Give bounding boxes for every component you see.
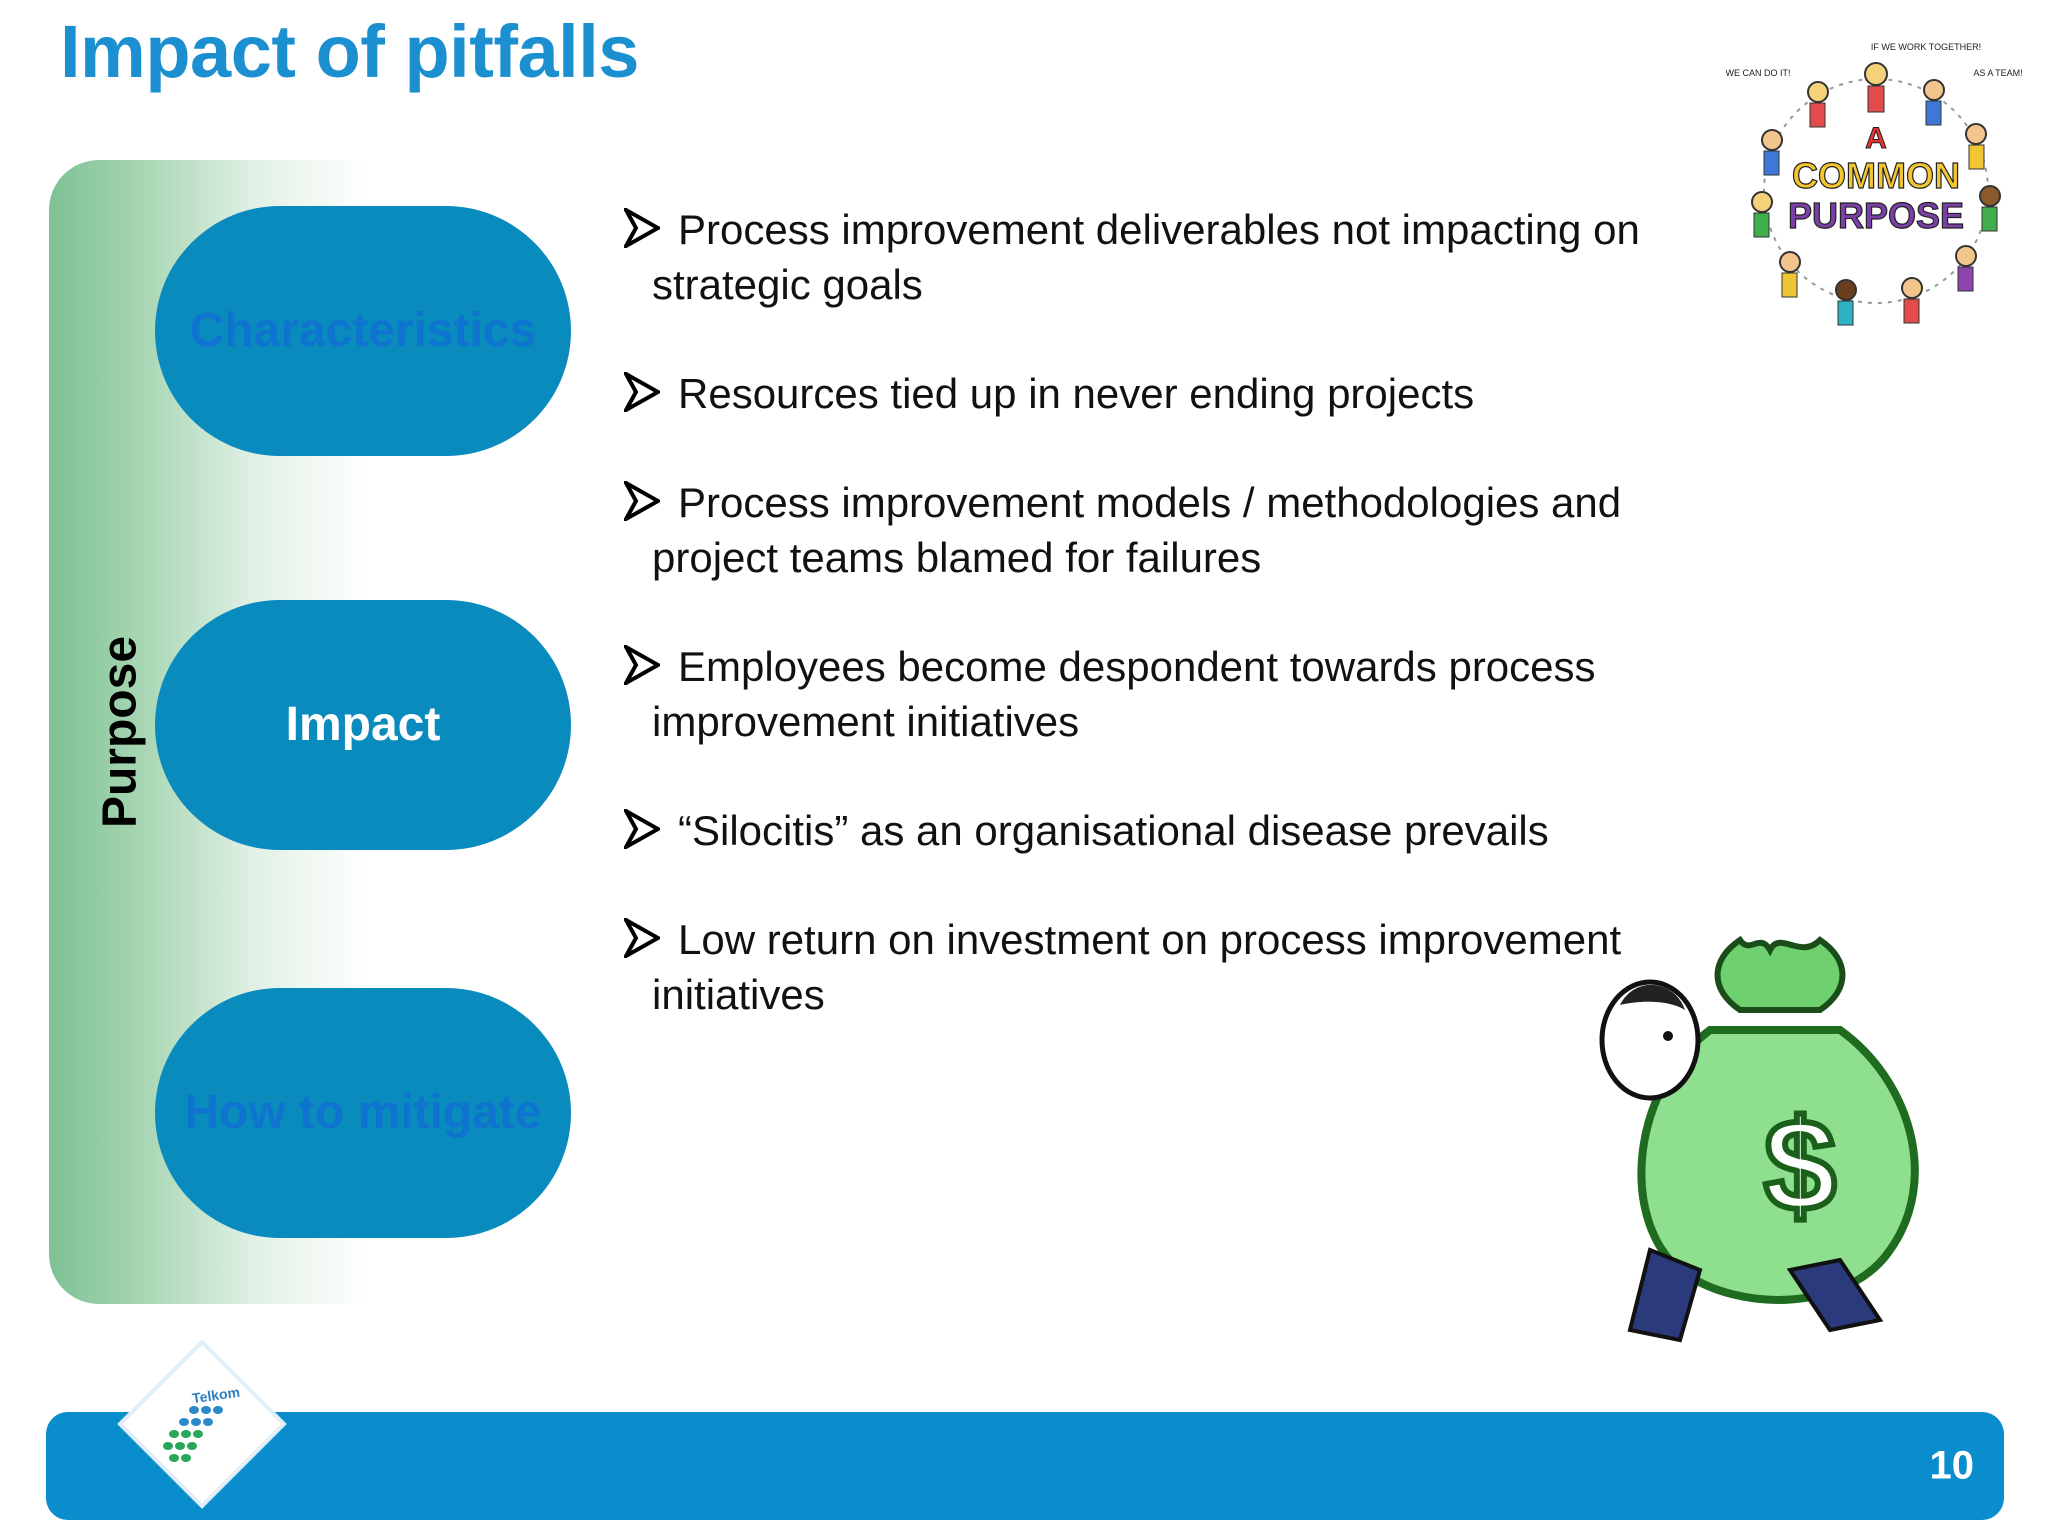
bullet-arrow-icon (624, 208, 660, 248)
money-bag-illustration: $ (1599, 935, 1919, 1343)
common-purpose-illustration: A COMMON PURPOSE WE CAN DO IT! IF WE WOR… (1726, 42, 2023, 326)
dollar-sign-icon: $ (1764, 1092, 1836, 1238)
bullet-item: Employees become despondent towards proc… (624, 639, 1724, 749)
impact-pill: Impact (155, 600, 571, 850)
bullet-item: Resources tied up in never ending projec… (624, 366, 1724, 421)
bullet-arrow-icon (624, 918, 660, 958)
bullet-item: Process improvement deliverables not imp… (624, 202, 1724, 312)
bullet-text: Employees become despondent towards proc… (652, 643, 1596, 745)
common-purpose-a: A (1865, 122, 1887, 155)
bullet-arrow-icon (624, 809, 660, 849)
how-to-mitigate-pill: How to mitigate (155, 988, 571, 1238)
caption-as-a-team: AS A TEAM! (1973, 68, 2022, 78)
telkom-logo: Telkom (108, 1330, 288, 1510)
bullet-text: Resources tied up in never ending projec… (678, 370, 1475, 417)
bullet-arrow-icon (624, 481, 660, 521)
bullet-text: Process improvement deliverables not imp… (652, 206, 1640, 308)
bullet-item: Process improvement models / methodologi… (624, 475, 1724, 585)
bullet-arrow-icon (624, 372, 660, 412)
characteristics-pill: Characteristics (155, 206, 571, 456)
logo-dots-icon (163, 1406, 223, 1462)
bullet-text: Process improvement models / methodologi… (652, 479, 1622, 581)
caption-we-can-do-it: WE CAN DO IT! (1726, 68, 1791, 78)
bullet-text: “Silocitis” as an organisational disease… (678, 807, 1549, 854)
slide-title: Impact of pitfalls (60, 10, 639, 93)
purpose-label: Purpose (93, 635, 147, 829)
bullet-text: Low return on investment on process impr… (652, 916, 1622, 1018)
footer-bar: 10 (46, 1412, 2004, 1520)
common-purpose-common: COMMON (1792, 155, 1960, 196)
bullet-item: Low return on investment on process impr… (624, 912, 1724, 1022)
bullet-arrow-icon (624, 645, 660, 685)
page-number: 10 (1929, 1443, 1975, 1488)
bullet-item: “Silocitis” as an organisational disease… (624, 803, 1724, 858)
caption-if-we-work-together: IF WE WORK TOGETHER! (1871, 42, 1981, 52)
common-purpose-purpose: PURPOSE (1788, 195, 1964, 236)
impact-bullet-list: Process improvement deliverables not imp… (624, 202, 1724, 1076)
